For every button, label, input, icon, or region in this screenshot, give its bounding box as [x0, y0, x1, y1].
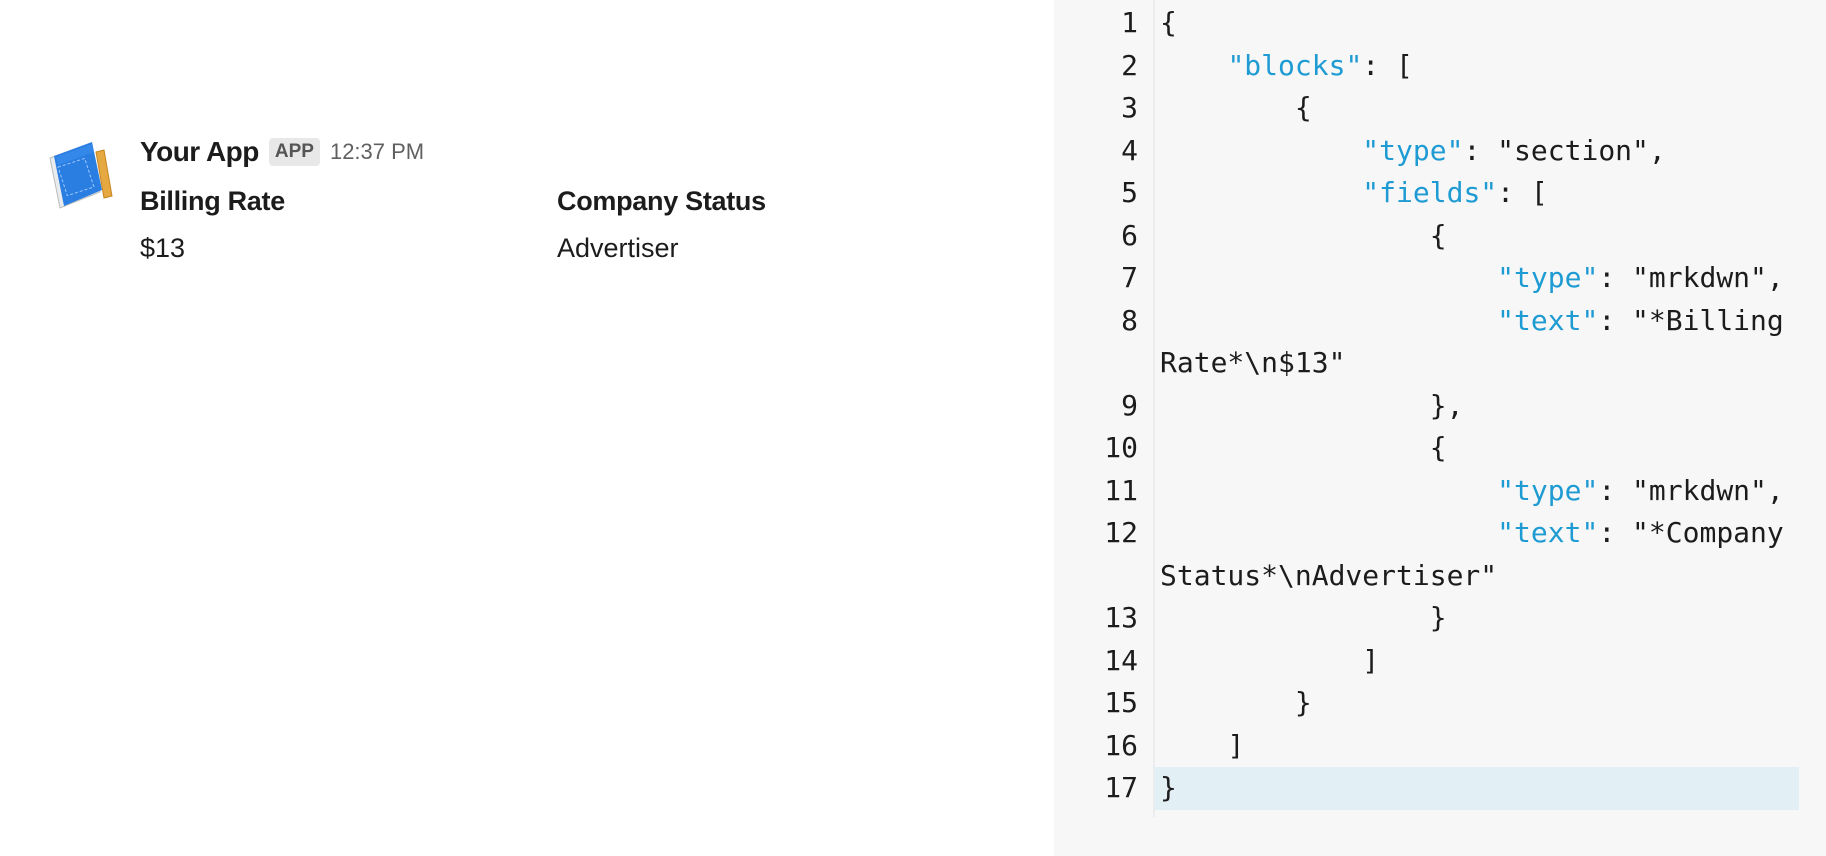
field-label: Company Status [557, 186, 766, 216]
line-number: 3 [1121, 91, 1138, 124]
json-key: "blocks" [1227, 48, 1363, 82]
code-text[interactable]: { [1154, 2, 1799, 45]
json-value: : "section", [1463, 133, 1666, 167]
json-key: "fields" [1362, 176, 1498, 209]
line-number: 9 [1121, 388, 1138, 422]
field-value: Advertiser [557, 233, 679, 263]
json-value: : "mrkdwn", [1598, 261, 1784, 294]
blueprint-book-icon[interactable] [46, 140, 118, 210]
field-value: $13 [140, 233, 186, 263]
code-text[interactable]: ] [1154, 640, 1799, 683]
field-label: Billing Rate [140, 186, 285, 216]
line-number: 7 [1121, 261, 1138, 294]
line-number: 16 [1104, 728, 1138, 762]
code-text[interactable]: "blocks": [ [1154, 45, 1799, 88]
json-value: { [1294, 91, 1312, 124]
line-number: 2 [1121, 48, 1138, 82]
json-value: : "*Billing Rate*\n$13" [1160, 303, 1801, 380]
code-text[interactable]: "type": "mrkdwn", [1154, 257, 1799, 300]
json-value: } [1429, 601, 1447, 634]
code-text[interactable]: { [1154, 87, 1799, 130]
code-line[interactable]: 12 "text": "*Company Status*\nAdvertiser… [1054, 512, 1799, 597]
json-value: ] [1227, 728, 1245, 762]
json-code-editor[interactable]: 1{2 "blocks": [3 {4 "type": "section",5 … [1054, 0, 1826, 856]
line-number: 15 [1104, 686, 1138, 719]
code-lines[interactable]: 1{2 "blocks": [3 {4 "type": "section",5 … [1054, 2, 1799, 810]
code-text[interactable]: ] [1154, 725, 1799, 768]
line-number: 1 [1121, 6, 1138, 39]
code-line[interactable]: 14 ] [1054, 640, 1799, 683]
json-value: : "mrkdwn", [1598, 473, 1784, 507]
code-line[interactable]: 6 { [1054, 215, 1799, 258]
line-number: 14 [1104, 643, 1138, 677]
code-text[interactable]: { [1154, 215, 1799, 258]
line-number: 8 [1121, 303, 1138, 337]
code-line[interactable]: 1{ [1054, 2, 1799, 45]
timestamp[interactable]: 12:37 PM [329, 139, 425, 164]
json-value: } [1160, 771, 1177, 804]
line-number: 17 [1104, 771, 1138, 804]
field-company-status: Company Status Advertiser [557, 186, 766, 264]
code-text[interactable]: "type": "mrkdwn", [1154, 470, 1799, 513]
app-name[interactable]: Your App [140, 136, 259, 167]
json-key: "text" [1497, 303, 1599, 337]
line-number: 13 [1104, 601, 1138, 634]
code-line[interactable]: 5 "fields": [ [1054, 172, 1799, 215]
line-number: 4 [1121, 133, 1138, 167]
code-text[interactable]: "type": "section", [1154, 130, 1799, 173]
json-key: "text" [1497, 516, 1599, 549]
code-text[interactable]: } [1154, 597, 1799, 640]
json-value: : "*Company Status*\nAdvertiser" [1160, 516, 1801, 592]
code-line[interactable]: 16 ] [1054, 725, 1799, 768]
code-line[interactable]: 3 { [1054, 87, 1799, 130]
json-value: } [1294, 686, 1312, 719]
json-value: ] [1362, 643, 1380, 677]
code-text[interactable]: } [1154, 767, 1799, 810]
app-badge: APP [268, 138, 320, 166]
code-text[interactable]: "fields": [ [1154, 172, 1799, 215]
code-text[interactable]: { [1154, 427, 1799, 470]
line-number: 12 [1104, 516, 1138, 549]
code-text[interactable]: }, [1154, 385, 1799, 428]
code-line[interactable]: 7 "type": "mrkdwn", [1054, 257, 1799, 300]
json-value: { [1160, 6, 1177, 39]
line-number: 10 [1104, 431, 1138, 464]
json-value: { [1429, 431, 1447, 464]
json-value: { [1429, 218, 1447, 252]
code-text[interactable]: } [1154, 682, 1799, 725]
json-key: "type" [1497, 473, 1599, 507]
message-preview: Your App APP 12:37 PM Billing Rate $13 C… [46, 136, 767, 264]
line-number: 6 [1121, 218, 1138, 252]
code-line[interactable]: 17} [1054, 767, 1799, 810]
line-number: 5 [1121, 176, 1138, 209]
json-value: : [ [1497, 176, 1548, 209]
json-key: "type" [1362, 133, 1464, 167]
json-key: "type" [1497, 261, 1599, 294]
field-billing-rate: Billing Rate $13 [140, 186, 285, 264]
code-line[interactable]: 9 }, [1054, 385, 1799, 428]
code-line[interactable]: 4 "type": "section", [1054, 130, 1799, 173]
code-line[interactable]: 10 { [1054, 427, 1799, 470]
gutter-divider [1153, 0, 1155, 817]
code-text[interactable]: "text": "*Company Status*\nAdvertiser" [1154, 512, 1799, 597]
json-value: }, [1429, 388, 1464, 422]
code-line[interactable]: 11 "type": "mrkdwn", [1054, 470, 1799, 513]
line-number: 11 [1104, 473, 1138, 507]
code-text[interactable]: "text": "*Billing Rate*\n$13" [1154, 300, 1799, 385]
code-line[interactable]: 8 "text": "*Billing Rate*\n$13" [1054, 300, 1799, 385]
code-line[interactable]: 13 } [1054, 597, 1799, 640]
code-line[interactable]: 2 "blocks": [ [1054, 45, 1799, 88]
code-line[interactable]: 15 } [1054, 682, 1799, 725]
json-value: : [ [1362, 48, 1413, 82]
